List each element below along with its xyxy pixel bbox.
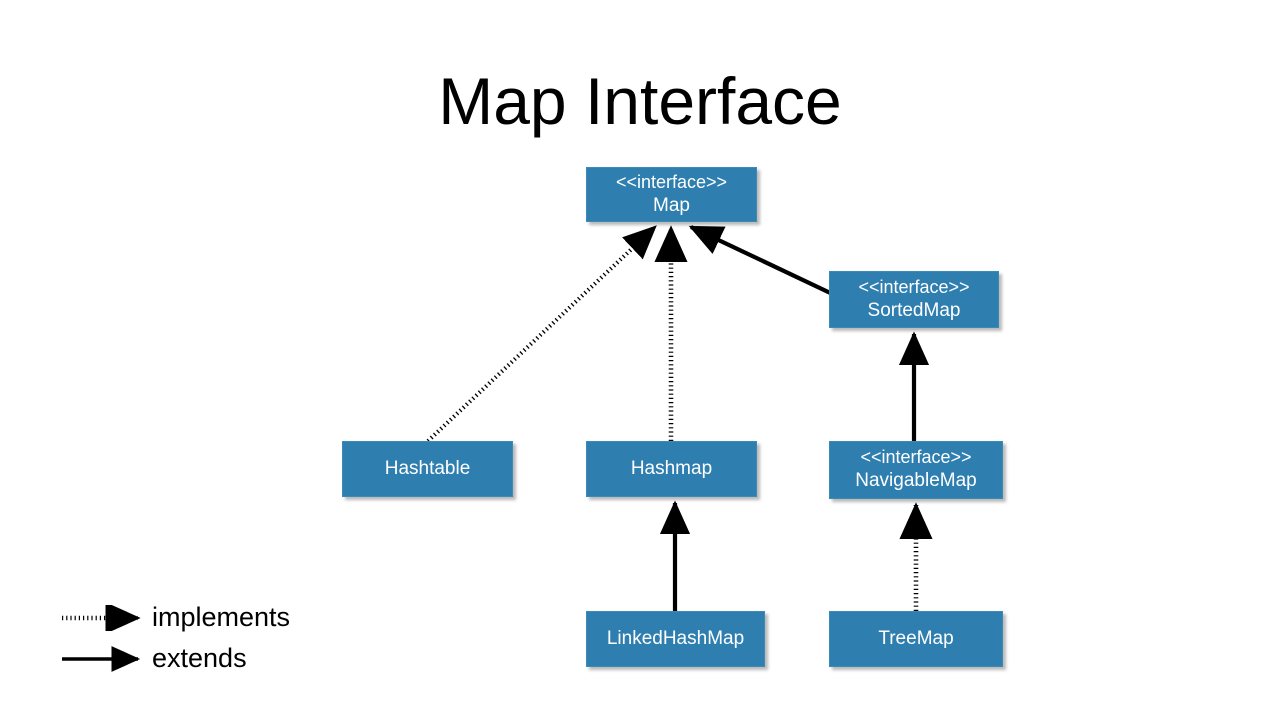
class-name: NavigableMap [855, 470, 977, 492]
stereotype-label: <<interface>> [858, 276, 970, 297]
legend-label-implements: implements [152, 602, 291, 632]
class-box-linkedhashmap[interactable]: LinkedHashMap [586, 611, 765, 667]
legend-item-implements: implements [60, 602, 290, 633]
class-name: Hashtable [384, 457, 471, 479]
class-name: Map [653, 194, 690, 216]
dotted-arrow-icon [62, 604, 141, 631]
class-name: SortedMap [867, 299, 961, 321]
class-box-hashmap[interactable]: Hashmap [586, 441, 757, 497]
edge-hashtable-implements-map [426, 225, 657, 443]
stereotype-label: <<interface>> [860, 447, 972, 468]
class-box-treemap[interactable]: TreeMap [829, 611, 1003, 667]
class-name: TreeMap [878, 627, 954, 649]
class-box-map[interactable]: <<interface>> Map [586, 167, 757, 222]
class-name: LinkedHashMap [606, 627, 745, 649]
page-title: Map Interface [438, 64, 842, 138]
legend-label-extends: extends [152, 643, 247, 673]
legend-item-extends: extends [60, 643, 247, 674]
class-box-hashtable[interactable]: Hashtable [342, 441, 513, 497]
solid-arrow-icon [62, 645, 141, 672]
class-box-navigablemap[interactable]: <<interface>> NavigableMap [829, 441, 1003, 499]
edge-sortedmap-extends-map [688, 225, 844, 301]
class-box-sortedmap[interactable]: <<interface>> SortedMap [829, 271, 999, 328]
stereotype-label: <<interface>> [615, 171, 728, 192]
class-name: Hashmap [630, 457, 713, 479]
